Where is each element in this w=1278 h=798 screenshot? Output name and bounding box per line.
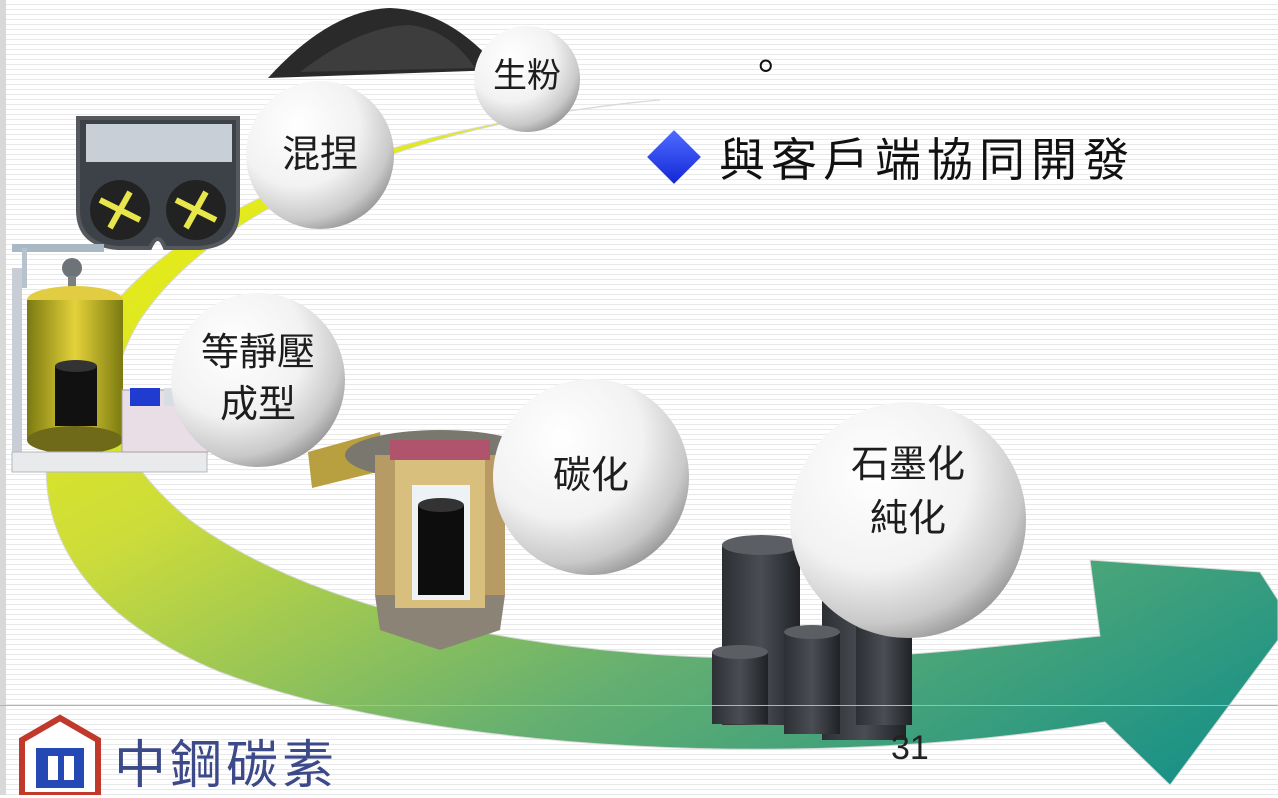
mixer-icon xyxy=(76,116,240,250)
bullet-item: 與客戶端協同開發 xyxy=(647,124,1135,190)
step-label-graphitization-line1: 石墨化 xyxy=(850,442,965,486)
bubble-isostatic-pressing xyxy=(171,293,345,467)
powder-pile-icon xyxy=(268,8,500,78)
bubble-graphitization xyxy=(790,402,1026,638)
page-number: 31 xyxy=(891,729,929,767)
bullet-text: 與客戶端協同開發 xyxy=(719,133,1135,187)
graphite-rods-icon xyxy=(712,535,912,740)
step-label-raw-powder: 生粉 xyxy=(493,56,561,96)
bubble-raw-powder xyxy=(474,26,580,132)
step-label-graphitization-line2: 純化 xyxy=(869,496,946,540)
csc-logo-icon xyxy=(19,714,101,795)
footer-divider xyxy=(0,705,1278,706)
step-label-mixing: 混捏 xyxy=(281,132,358,176)
company-logo-text: 中鋼碳素 xyxy=(114,736,339,796)
left-border xyxy=(0,0,6,795)
step-label-isostatic-line2: 成型 xyxy=(219,382,296,426)
step-label-carbonization: 碳化 xyxy=(552,453,629,497)
isostatic-press-icon xyxy=(11,244,209,473)
bubble-mixing xyxy=(246,81,394,229)
step-label-isostatic-line1: 等靜壓 xyxy=(200,330,315,374)
period-mark: 。 xyxy=(758,33,798,79)
bubble-carbonization xyxy=(493,379,689,575)
diamond-bullet-icon xyxy=(647,130,701,184)
furnace-icon xyxy=(308,430,535,650)
